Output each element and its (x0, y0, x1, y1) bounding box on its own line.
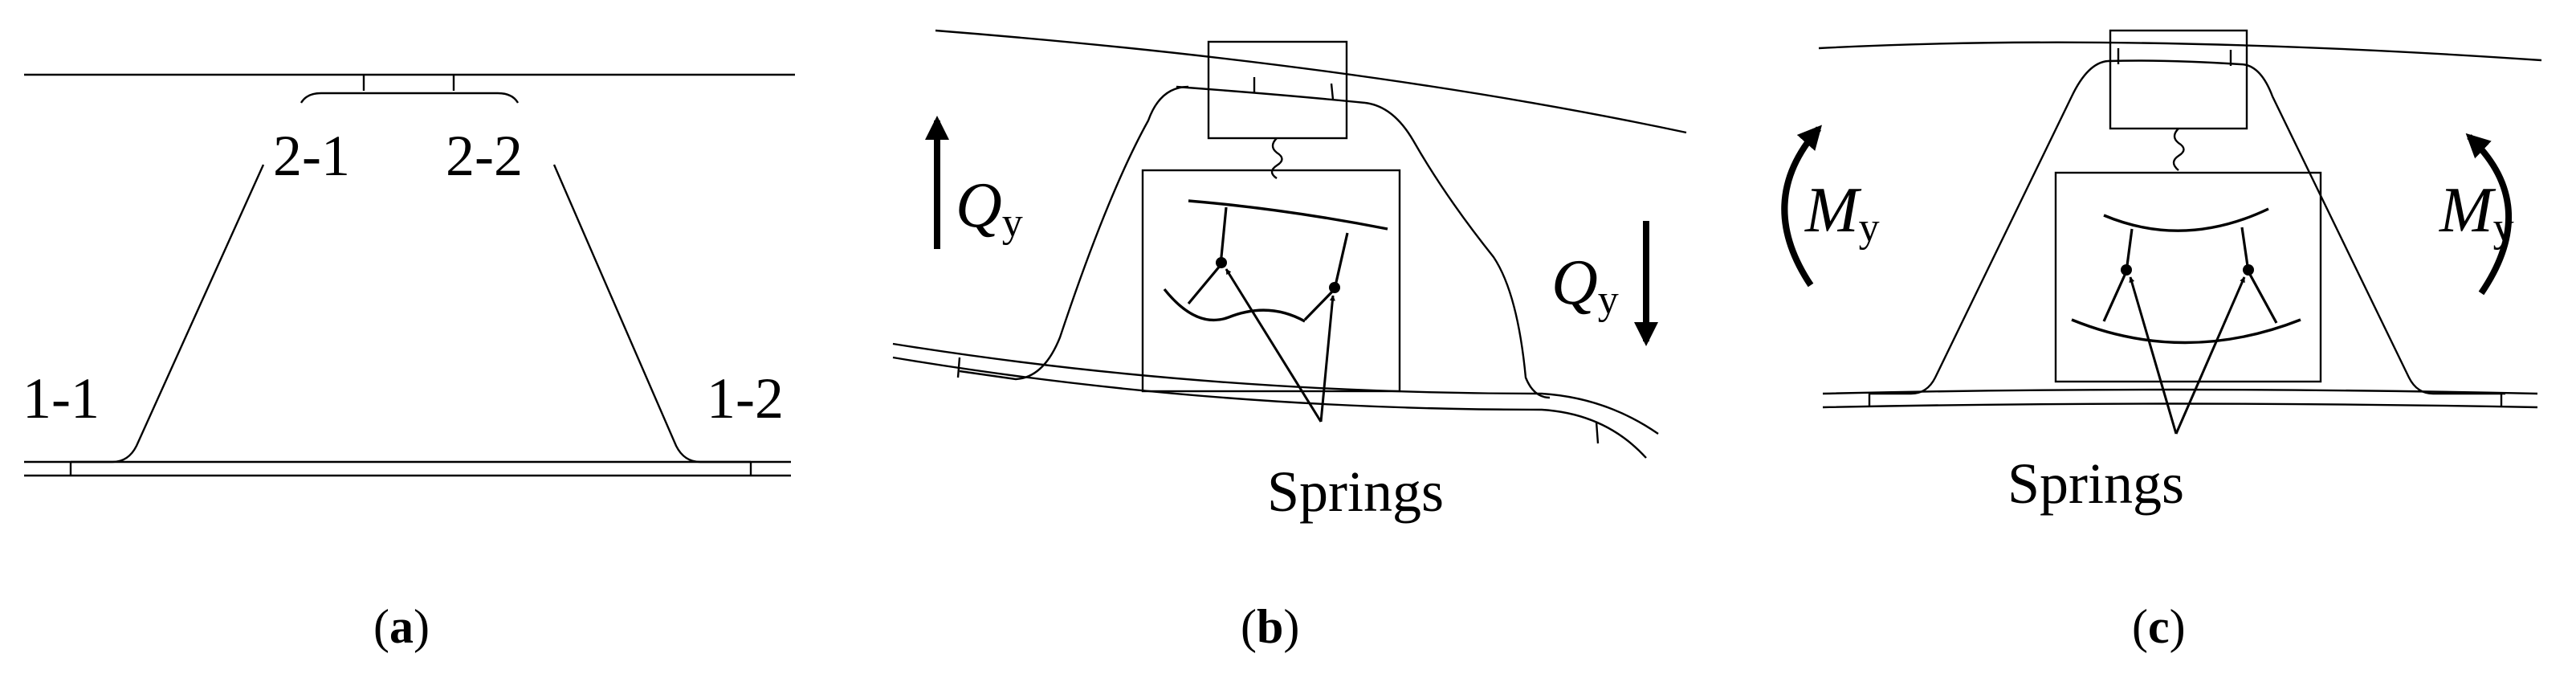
panel-b-bottom-plate-upper (892, 342, 1659, 435)
panel-b-rib-left (1187, 263, 1222, 305)
panel-c-top-plate-upper (1818, 41, 2542, 62)
panel-a-left-leg (71, 164, 265, 464)
panel-b-spring-right (1333, 232, 1349, 290)
panel-b-springs-label: Springs (1267, 459, 1444, 524)
caption-c: (c) (2132, 600, 2186, 653)
panel-b-spring-node-left (1216, 257, 1227, 268)
panel-c-zoom-plate (2103, 207, 2269, 232)
panel-c-bottom-plate-lower (1822, 402, 2538, 409)
panel-a (24, 73, 795, 477)
panel-b-top-plate-lower (1176, 85, 1366, 104)
panel-c-pointer-right (2175, 276, 2246, 435)
panel-c-right-leg (2240, 63, 2505, 395)
panel-b-corrugation (959, 85, 1551, 399)
panel-b-pointer-right (1319, 295, 1335, 423)
panel-b (892, 29, 1687, 459)
panel-b-tick-top-right (1330, 83, 1335, 100)
panel-c-zoom-box (2054, 171, 2322, 383)
panel-c-top-plate-lower (2107, 59, 2241, 66)
panel-a-right-leg (552, 164, 751, 464)
caption-b: (b) (1241, 600, 1299, 653)
panel-c-rib-left (2102, 271, 2128, 322)
panel-b-force-label-left: Qy (956, 170, 1023, 246)
panel-c-connector (2172, 128, 2185, 171)
panel-c-spring-right (2240, 227, 2250, 272)
panel-c-spring-node-left (2121, 264, 2132, 276)
panel-c-left-leg (1869, 59, 2109, 395)
panel-b-bottom-plate-lower (892, 356, 1647, 459)
label-2-2: 2-2 (446, 124, 523, 188)
panel-c-moment-left-arrow (1781, 125, 1822, 288)
panel-b-spring-left (1219, 206, 1228, 266)
panel-c (1781, 29, 2542, 435)
panel-c-rib-right (2247, 271, 2278, 324)
label-2-1: 2-1 (273, 124, 350, 188)
panel-b-connector (1270, 137, 1283, 179)
panel-c-zoom-web (2071, 318, 2301, 345)
panel-b-force-label-right: Qy (1551, 247, 1619, 323)
panel-b-tick-bottom-left (956, 357, 961, 378)
panel-b-spring-node-right (1329, 282, 1340, 293)
panel-b-zoom-plate (1188, 199, 1388, 231)
label-1-2: 1-2 (707, 366, 784, 431)
panel-c-moment-right-arrow (2465, 133, 2513, 296)
panel-b-pointer-left (1225, 268, 1323, 423)
panel-c-spring-node-right (2243, 264, 2254, 276)
panel-b-zoom-web (1163, 288, 1306, 323)
panel-c-moment-label-left: My (1804, 175, 1880, 251)
panel-c-springs-label: Springs (2007, 451, 2184, 516)
panel-a-top-bracket (300, 92, 520, 104)
label-1-1: 1-1 (22, 366, 100, 431)
panel-c-pointer-left (2129, 276, 2178, 435)
panel-b-tick-bottom-right (1595, 421, 1600, 444)
panel-b-rib-right (1303, 288, 1336, 321)
panel-b-detail-box (1207, 40, 1348, 140)
caption-a: (a) (373, 600, 430, 653)
panel-b-zoom-box (1141, 169, 1401, 393)
panel-c-moment-label-right: My (2439, 175, 2514, 251)
panel-b-top-plate-upper (935, 29, 1687, 134)
